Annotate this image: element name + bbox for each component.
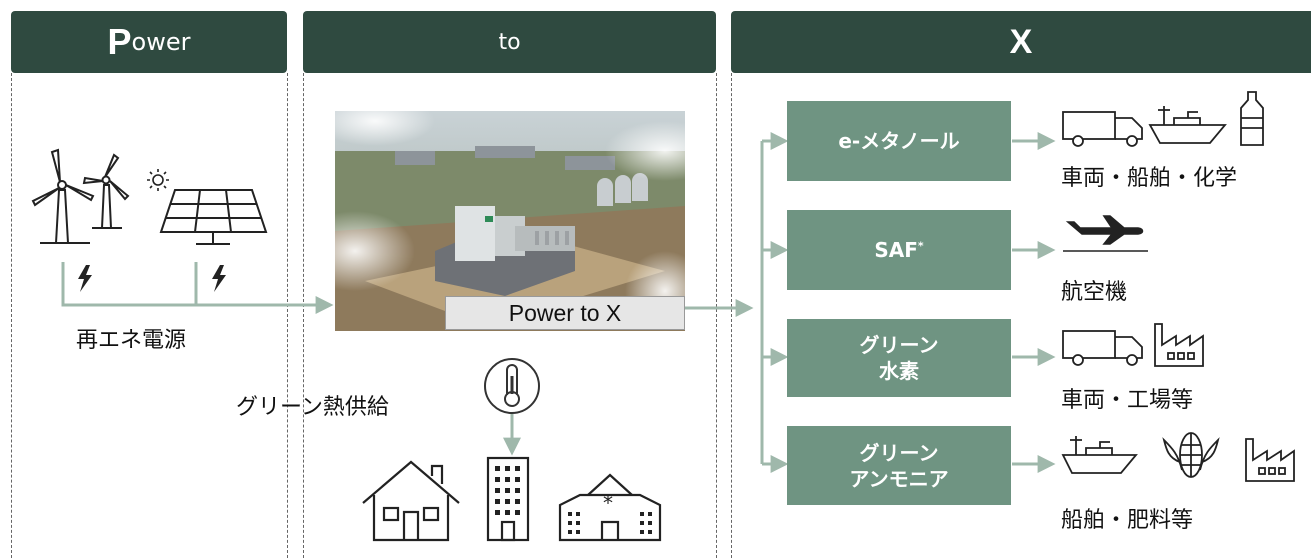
solar-panel-icon — [159, 189, 268, 245]
corn-icon — [1162, 432, 1220, 478]
thermometer-icon — [484, 358, 540, 414]
column-divider — [731, 73, 732, 558]
product-name: SAF — [874, 238, 918, 262]
ship-icon — [1148, 106, 1227, 144]
green-heat-supply-label: グリーン熱供給 — [236, 395, 389, 420]
use-label-e-methanol: 車両・船舶・化学 — [1061, 166, 1238, 191]
truck-icon — [1062, 111, 1143, 147]
product-box-e-methanol: e-メタノール — [787, 101, 1011, 181]
column-divider — [716, 73, 717, 558]
office-building-icon — [486, 456, 530, 542]
header-to-label: to — [498, 29, 521, 55]
product-box-saf: SAF* — [787, 210, 1011, 290]
renewable-source-label: 再エネ電源 — [76, 328, 187, 353]
sun-icon — [147, 169, 169, 191]
header-power-initial: P — [107, 21, 132, 62]
factory-icon — [1154, 323, 1204, 367]
product-name-line1: グリーン — [859, 440, 939, 465]
bottle-icon — [1240, 91, 1264, 146]
use-label-green-hydrogen: 車両・工場等 — [1061, 388, 1194, 413]
column-divider — [11, 73, 12, 558]
hospital-icon: * — [558, 473, 662, 542]
header-power-rest: ower — [131, 28, 191, 56]
product-name-wrap: SAF* — [874, 237, 923, 263]
wind-turbine-icon — [31, 148, 130, 244]
column-divider — [287, 73, 288, 558]
product-name-line2: 水素 — [879, 359, 919, 383]
product-box-green-hydrogen: グリーン 水素 — [787, 319, 1011, 397]
power-to-x-label: Power to X — [445, 296, 685, 330]
use-label-green-ammonia: 船舶・肥料等 — [1061, 508, 1194, 533]
power-to-x-label-text: Power to X — [508, 299, 622, 326]
product-name-line1: グリーン — [859, 333, 939, 357]
house-icon — [362, 460, 460, 542]
header-x-label: X — [1009, 22, 1033, 61]
use-label-saf: 航空機 — [1061, 280, 1128, 305]
truck-icon — [1062, 330, 1143, 366]
svg-text:*: * — [603, 491, 613, 515]
lightning-icon — [78, 265, 226, 292]
factory-icon — [1245, 438, 1295, 482]
product-footnote-marker: * — [917, 239, 924, 253]
product-box-green-ammonia: グリーン アンモニア — [787, 426, 1011, 505]
airplane-icon — [1063, 215, 1148, 252]
column-divider — [303, 73, 304, 558]
product-name: e-メタノール — [838, 129, 960, 153]
ship-icon — [1061, 436, 1138, 474]
header-x: X — [731, 11, 1311, 73]
product-name-line2: アンモニア — [849, 466, 949, 491]
header-to: to — [303, 11, 716, 73]
